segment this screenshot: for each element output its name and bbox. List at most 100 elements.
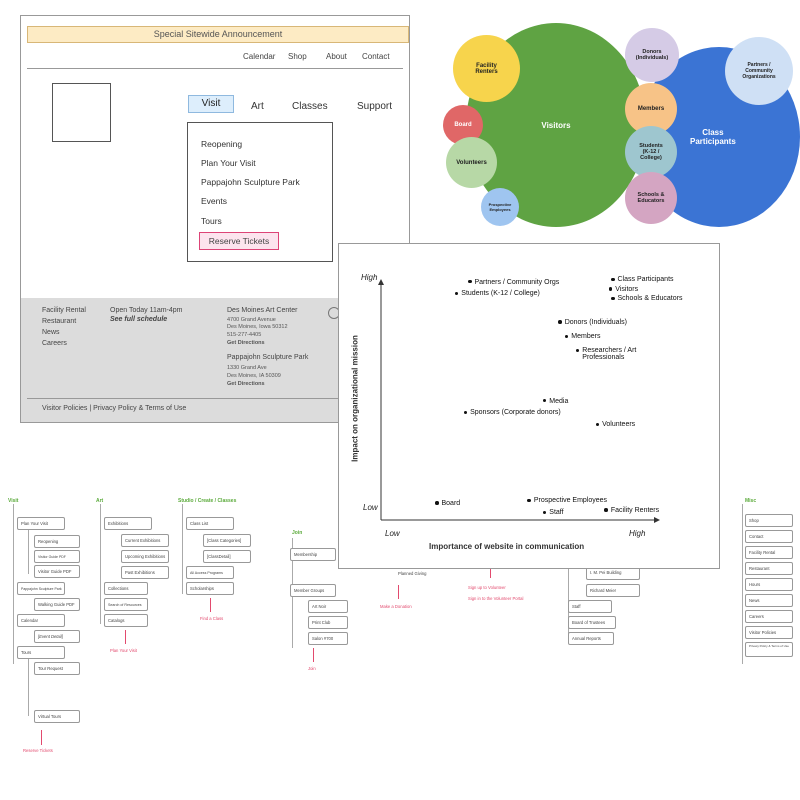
y-tick-high: High [361,273,378,282]
sitemap-search-resources[interactable]: Search of Resources [104,598,148,611]
footer-news[interactable]: News [42,329,60,336]
sitemap-contact[interactable]: Contact [745,530,793,543]
footer-legal[interactable]: Visitor Policies | Privacy Policy & Term… [42,405,187,412]
sitemap-board-trustees[interactable]: Board of Trustees [568,616,616,629]
nav-classes[interactable]: Classes [292,101,328,112]
sitemap-careers[interactable]: Careers [745,610,793,623]
sitemap-calendar[interactable]: Calendar [17,614,65,627]
sitemap-tours[interactable]: Tours [17,646,65,659]
scatter-point-class-participants: Class Participants [611,276,674,283]
sitemap-scholarships[interactable]: Scholarships [186,582,234,595]
sitemap-cta-volunteer[interactable]: Sign up to Volunteer [468,585,506,590]
x-axis-label: Importance of website in communication [429,542,585,551]
sitemap-planned-giving[interactable]: Planned Giving [395,568,443,581]
nav-art[interactable]: Art [251,101,264,112]
dropdown-reopening[interactable]: Reopening [201,139,243,149]
sitemap-staff[interactable]: Staff [568,600,612,613]
dropdown-tours[interactable]: Tours [201,216,222,226]
circle-schools-educators: Schools &Educators [625,172,677,224]
sitemap-member-groups[interactable]: Member Groups [290,584,336,597]
sitemap-header-misc: Misc [745,498,757,504]
circle-donors: Donors(Individuals) [625,28,679,82]
footer-hours: Open Today 11am-4pm [110,307,183,314]
sitemap-cta-reserve[interactable]: Reserve Tickets [23,748,53,753]
footer-careers[interactable]: Careers [42,340,67,347]
footer-facility-rental[interactable]: Facility Rental [42,307,86,314]
sitemap-shop[interactable]: Shop [745,514,793,527]
sitemap-news[interactable]: News [745,594,793,607]
sitemap-header-join: Join [292,530,303,536]
nav-calendar[interactable]: Calendar [243,52,276,61]
footer-divider [27,398,405,399]
sitemap-class-list[interactable]: Class List [186,517,234,530]
announcement-banner[interactable]: Special Sitewide Announcement [27,26,409,43]
scatter-point-students-k-12-college: Students (K-12 / College) [454,290,540,297]
sitemap-exhibitions[interactable]: Exhibitions [104,517,152,530]
dropdown-events[interactable]: Events [201,196,227,206]
sitemap-walking-guide[interactable]: Walking Guide PDF [34,598,80,611]
sitemap-hours[interactable]: Hours [745,578,793,591]
scatter-point-volunteers: Volunteers [595,421,635,428]
sitemap-cta-join[interactable]: Join [308,666,316,671]
y-tick-low: Low [363,503,378,512]
footer-psp-directions[interactable]: Get Directions [227,381,265,387]
sitemap-class-detail[interactable]: [ClassDetail] [203,550,251,563]
sitemap-upcoming-exhibitions[interactable]: Upcoming Exhibitions [121,550,169,563]
sitemap-cta-plan-visit[interactable]: Plan Your Visit [110,648,137,653]
sitemap-collections[interactable]: Collections [104,582,148,595]
nav-visit[interactable]: Visit [188,95,234,113]
header-divider [27,68,403,69]
scatter-point-donors-individuals: Donors (Individuals) [558,319,627,326]
sitemap-virtual-tours[interactable]: Virtual Tours [34,710,80,723]
sitemap-visitor-guide-2[interactable]: Visitor Guide PDF [34,565,80,578]
footer-restaurant[interactable]: Restaurant [42,318,77,325]
footer-dmac-directions[interactable]: Get Directions [227,340,265,346]
dropdown-sculpture-park[interactable]: Pappajohn Sculpture Park [201,177,300,187]
footer-schedule-link[interactable]: See full schedule [110,316,168,323]
scatter-point-schools-educators: Schools & Educators [611,295,682,302]
sitemap-cta-find-class[interactable]: Find a Class [200,616,224,621]
sitemap-art-noir[interactable]: Art Noir [308,600,348,613]
sitemap-class-categories[interactable]: [Class Categories] [203,534,251,547]
sitemap-salon[interactable]: Salon #700 [308,632,348,645]
scatter-point-staff: Staff [542,509,564,516]
scatter-axes [378,279,660,523]
sitemap-membership[interactable]: Membership [290,548,336,561]
visit-dropdown: Reopening Plan Your Visit Pappajohn Scul… [187,122,333,262]
nav-support[interactable]: Support [357,101,393,112]
stakeholder-scatter-chart: High Low Low High Importance of website … [338,243,720,569]
sitemap-privacy-policy[interactable]: Privacy Policy & Terms of Use [745,642,793,657]
sitemap-all-access[interactable]: All Access Programs [186,566,234,579]
nav-shop[interactable]: Shop [288,52,307,61]
sitemap-sculpture-park[interactable]: Pappajohn Sculpture Park [17,582,65,595]
sitemap-event-detail[interactable]: [Event Detail] [34,630,80,643]
sitemap-cta-donate[interactable]: Make a Donation [380,604,412,609]
sitemap-visitor-guide-1[interactable]: Visitor Guide PDF [34,550,80,563]
sitemap-reopening[interactable]: Reopening [34,535,80,548]
sitemap-pei-building[interactable]: I. M. Pei Building [586,567,640,580]
sitemap-facility-rental[interactable]: Facility Rental [745,546,793,559]
sitemap-past-exhibitions[interactable]: Past Exhibitions [121,566,169,579]
footer-psp-addr1: 1330 Grand Ave [227,365,267,371]
sitemap-tour-request[interactable]: Tour Request [34,662,80,675]
sitemap-catalogs[interactable]: Catalogs [104,614,148,627]
nav-contact[interactable]: Contact [362,52,390,61]
footer-dmac-addr2: Des Moines, Iowa 50312 [227,324,288,330]
sitemap: Visit Art Studio / Create / Classes Join… [0,490,800,790]
logo-placeholder[interactable] [52,83,111,142]
sitemap-cta-volunteer-portal[interactable]: Sign in to the Volunteer Portal [468,596,524,601]
scatter-point-visitors: Visitors [608,286,638,293]
dropdown-plan-visit[interactable]: Plan Your Visit [201,158,256,168]
sitemap-annual-reports[interactable]: Annual Reports [568,632,614,645]
sitemap-richard-meier[interactable]: Richard Meier [586,584,640,597]
sitemap-visitor-policies[interactable]: Visitor Policies [745,626,793,639]
sitemap-plan-visit[interactable]: Plan Your Visit [17,517,65,530]
scatter-point-partners-community-orgs: Partners / Community Orgs [468,279,559,286]
nav-about[interactable]: About [326,52,347,61]
reserve-tickets-button[interactable]: Reserve Tickets [199,232,279,250]
sitemap-restaurant[interactable]: Restaurant [745,562,793,575]
sitemap-print-club[interactable]: Print Club [308,616,348,629]
footer-psp-addr2: Des Moines, IA 50309 [227,373,281,379]
sitemap-current-exhibitions[interactable]: Current Exhibitions [121,534,169,547]
